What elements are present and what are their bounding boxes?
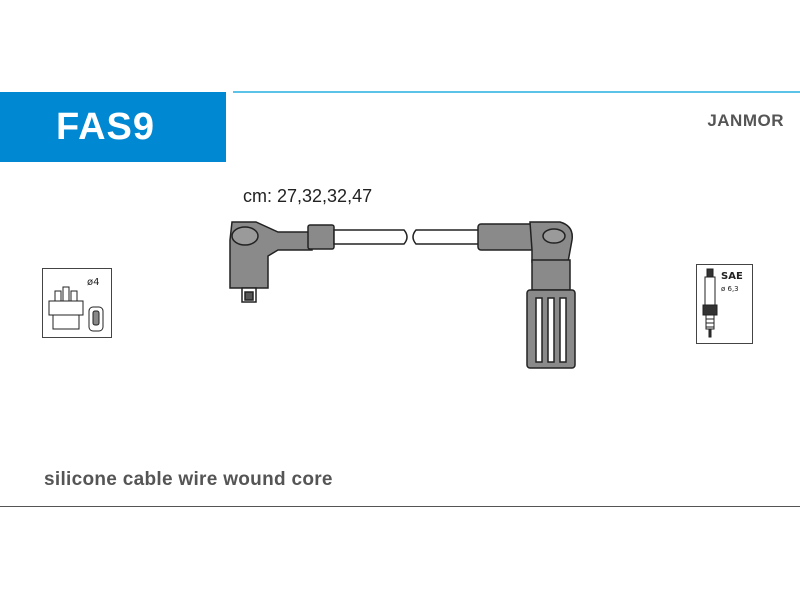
- distributor-cap-icon: ø4: [48, 277, 104, 332]
- cable-wire: [333, 229, 485, 245]
- spark-plug-terminal-box: SAE ø 6,3: [696, 264, 753, 344]
- right-angled-boot: [477, 221, 576, 369]
- brand-name: JANMOR: [707, 111, 784, 130]
- terminal-diameter-label: ø4: [87, 277, 99, 288]
- distributor-terminal-box: ø4: [42, 268, 112, 338]
- plug-diameter-label: ø 6,3: [721, 285, 739, 293]
- plug-standard-label: SAE: [721, 271, 743, 282]
- product-code-banner: [0, 92, 226, 162]
- left-angled-boot: [229, 221, 335, 303]
- header-divider: [233, 91, 800, 93]
- product-code: FAS9: [56, 106, 156, 148]
- spark-plug-icon: SAE ø 6,3: [702, 268, 743, 338]
- footer-divider: [0, 506, 800, 507]
- product-description: silicone cable wire wound core: [44, 469, 333, 490]
- cable-lengths: cm: 27,32,32,47: [243, 186, 373, 206]
